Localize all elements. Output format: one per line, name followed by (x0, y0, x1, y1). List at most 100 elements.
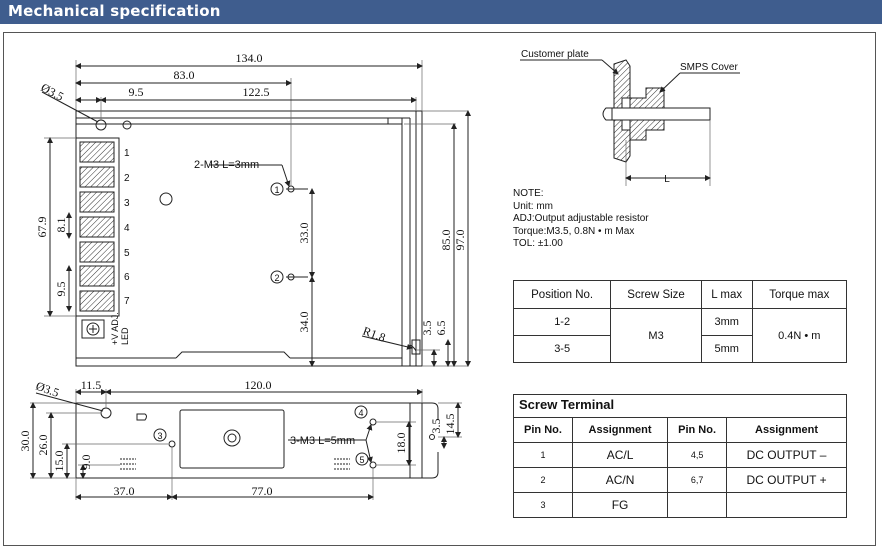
dim-26: 26.0 (36, 435, 50, 456)
dim-122-5: 122.5 (243, 85, 270, 99)
dim-3-5-side: 3.5 (429, 419, 443, 434)
marker-3: 3 (157, 431, 162, 441)
section-title: Mechanical specification (8, 2, 221, 20)
side-view (30, 389, 462, 500)
pin-cell: 6,7 (667, 467, 728, 493)
assignment-cell (726, 492, 847, 518)
side-vents-left (120, 458, 136, 470)
pin-cell: 1 (513, 442, 573, 468)
screw-spec-side: 3-M3 L=5mm (290, 435, 355, 447)
torque-cell: 0.4N • m (751, 308, 848, 363)
pin-label-4: 4 (124, 223, 130, 234)
dim-9: 9.0 (79, 455, 93, 470)
header-screw-size: Screw Size (610, 280, 702, 309)
header-l-max: L max (700, 280, 753, 309)
l-max-cell: 5mm (700, 335, 753, 363)
top-markers: 1 2 (270, 182, 284, 284)
dim-18: 18.0 (394, 433, 408, 454)
header-pin-no: Pin No. (513, 417, 573, 443)
header-torque-max: Torque max (751, 280, 848, 309)
dim-33: 33.0 (297, 223, 311, 244)
pin-cell: 3 (513, 492, 573, 518)
note-line: NOTE: (513, 188, 544, 199)
marker-4: 4 (358, 408, 363, 418)
pin-label-7: 7 (124, 296, 130, 307)
dim-34: 34.0 (297, 312, 311, 333)
table-row: 2 AC/N 6,7 DC OUTPUT + (513, 467, 847, 493)
assignment-cell: AC/N (571, 467, 669, 493)
position-cell: 3-5 (512, 335, 612, 363)
dim-8-1: 8.1 (54, 218, 68, 233)
dim-9-5: 9.5 (129, 85, 144, 99)
side-mount-hole (100, 407, 112, 419)
section-header: Mechanical specification (0, 0, 882, 24)
dim-r1-8: R1.8 (361, 324, 387, 345)
dim-9-5-vertical: 9.5 (54, 282, 68, 297)
screw-hole-3 (168, 440, 176, 448)
adj-potentiometer (81, 319, 105, 339)
table-row: 1 AC/L 4,5 DC OUTPUT – (513, 442, 847, 468)
l-dimension-label: L (664, 174, 670, 185)
table-row: 1-2 M3 3mm 0.4N • m (512, 308, 848, 363)
side-window-circle (223, 429, 241, 447)
side-markers: 3 4 5 (153, 405, 369, 466)
dim-hole-dia-top: Ø3.5 (39, 80, 66, 103)
note-line: Torque:M3.5, 0.8N • m Max (513, 225, 635, 237)
dim-97: 97.0 (453, 230, 467, 251)
dim-6-5: 6.5 (434, 321, 448, 336)
terminal-block (75, 137, 120, 317)
note-line: TOL: ±1.00 (513, 238, 563, 249)
assignment-cell: DC OUTPUT + (726, 467, 847, 493)
pin-label-6: 6 (124, 272, 130, 283)
torque-table: Position No. Screw Size L max Torque max… (512, 280, 848, 363)
marker-5: 5 (359, 455, 364, 465)
table-row: 3-5 5mm (512, 335, 847, 363)
header-position: Position No. (512, 280, 612, 309)
terminal-slots (79, 141, 115, 312)
top-view-circle (159, 192, 173, 206)
customer-plate-label: Customer plate (521, 49, 589, 60)
screw-terminal-title: Screw Terminal (513, 394, 847, 417)
pin-cell: 4,5 (667, 442, 728, 468)
dim-85: 85.0 (439, 230, 453, 251)
table-row: 3 FG (513, 492, 847, 518)
screw-terminal-table: Screw Terminal Pin No. Assignment Pin No… (513, 394, 847, 518)
dim-37: 37.0 (114, 484, 135, 498)
side-body-outline (75, 402, 423, 479)
dim-134: 134.0 (236, 51, 263, 65)
header-pin-no-2: Pin No. (667, 417, 728, 443)
dim-15: 15.0 (52, 451, 66, 472)
dim-11-5: 11.5 (81, 378, 102, 392)
side-vents-right (334, 458, 350, 470)
screw-size-cell: M3 (610, 308, 702, 363)
marker-2: 2 (274, 273, 279, 283)
pin-label-2: 2 (124, 173, 130, 184)
screw-hole-5 (369, 461, 377, 469)
led-label: LED (120, 327, 130, 345)
torque-table-header: Position No. Screw Size L max Torque max (512, 280, 848, 309)
terminal-table-header: Pin No. Assignment Pin No. Assignment (513, 417, 847, 443)
dim-83: 83.0 (174, 68, 195, 82)
pin-label-5: 5 (124, 248, 130, 259)
position-cell: 1-2 (512, 308, 612, 336)
dim-3-5-top: 3.5 (420, 321, 434, 336)
note-line: ADJ:Output adjustable resistor (513, 213, 649, 224)
assignment-cell: FG (571, 492, 669, 518)
note-block: NOTE: Unit: mm ADJ:Output adjustable res… (513, 188, 649, 251)
l-max-cell: 3mm (700, 308, 753, 336)
smps-cover-label: SMPS Cover (680, 62, 738, 73)
screw-spec-top: 2-M3 L=3mm (194, 159, 259, 171)
assignment-cell: AC/L (571, 442, 669, 468)
dim-14-5: 14.5 (443, 414, 457, 435)
pin-cell: 2 (513, 467, 573, 493)
screw-shape (602, 107, 711, 121)
header-assignment: Assignment (571, 417, 669, 443)
dim-hole-dia-side: Ø3.5 (34, 379, 61, 400)
pin-cell (667, 492, 728, 518)
dim-77: 77.0 (252, 484, 273, 498)
screw-hole-4 (369, 418, 377, 426)
assignment-cell: DC OUTPUT – (726, 442, 847, 468)
mount-detail (520, 59, 740, 186)
header-assignment-2: Assignment (726, 417, 847, 443)
top-view (41, 60, 471, 367)
